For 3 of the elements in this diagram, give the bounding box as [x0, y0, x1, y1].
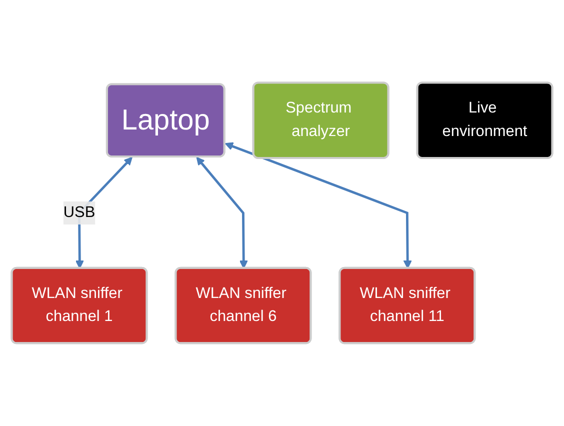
arrow: [196, 156, 248, 269]
diagram: USB Laptop Spectrum analyzer WLAN sniffer channel 1 WLAN sniffer channel 6 WLAN sniffer channel 11 Live environment: [4, 75, 560, 351]
arrow: [224, 142, 412, 269]
